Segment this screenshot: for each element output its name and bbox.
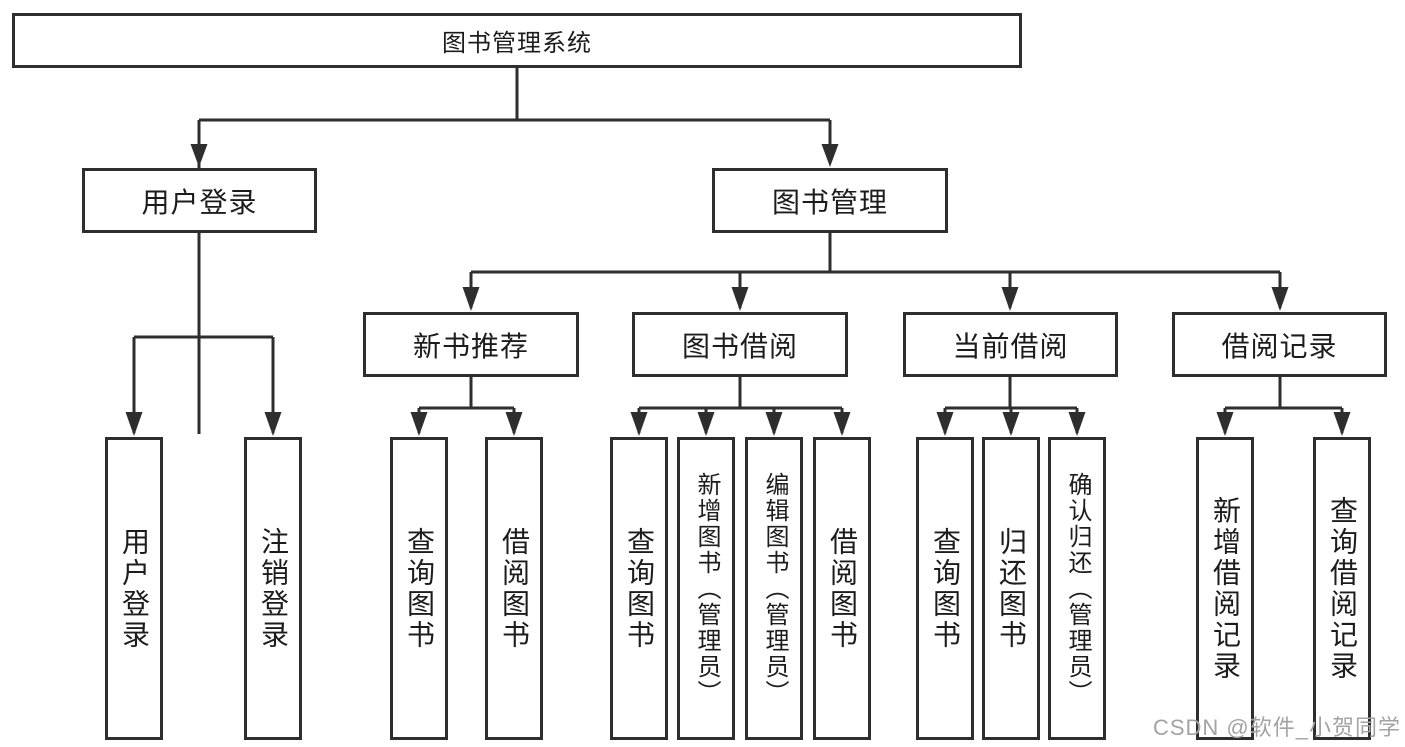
leaf-return-book: 归还图书	[982, 437, 1040, 740]
leaf-query-book-1: 查询图书	[390, 437, 448, 740]
leaf-add-borrow-record-label: 新增借阅记录	[1210, 495, 1241, 682]
leaf-borrow-book-2: 借阅图书	[813, 437, 871, 740]
node-current-borrow-label: 当前借阅	[952, 330, 1069, 362]
connector-bookmgmt-to-level3	[462, 233, 1289, 311]
leaf-edit-book-admin-label: 编辑图书（管理员）	[761, 471, 788, 706]
node-borrow-record-label: 借阅记录	[1221, 330, 1338, 362]
node-borrow-record: 借阅记录	[1172, 312, 1387, 377]
node-user-login-label: 用户登录	[141, 186, 258, 218]
leaf-add-book-admin-label: 新增图书（管理员）	[693, 471, 720, 706]
csdn-watermark: CSDN @软件_小贺同学	[1152, 715, 1401, 740]
node-new-book-recommend: 新书推荐	[363, 312, 579, 377]
connector-newbook-to-leaves	[410, 377, 523, 436]
leaf-query-book-1-label: 查询图书	[404, 526, 435, 651]
connector-root-to-level2	[190, 68, 839, 434]
leaf-query-book-2: 查询图书	[610, 437, 668, 740]
leaf-borrow-book-1: 借阅图书	[485, 437, 543, 740]
leaf-confirm-return-admin: 确认归还（管理员）	[1048, 437, 1106, 740]
node-user-login: 用户登录	[82, 168, 317, 233]
node-book-management: 图书管理	[712, 168, 948, 233]
leaf-query-borrow-record-label: 查询借阅记录	[1327, 495, 1358, 682]
leaf-user-login: 用户登录	[105, 437, 163, 740]
node-book-management-label: 图书管理	[771, 186, 888, 218]
node-book-borrow: 图书借阅	[632, 312, 848, 377]
node-new-book-recommend-label: 新书推荐	[412, 330, 529, 362]
leaf-query-book-3: 查询图书	[916, 437, 974, 740]
node-root: 图书管理系统	[12, 13, 1022, 68]
leaf-edit-book-admin: 编辑图书（管理员）	[745, 437, 803, 740]
node-book-borrow-label: 图书借阅	[681, 330, 798, 362]
leaf-add-book-admin: 新增图书（管理员）	[677, 437, 735, 740]
node-root-label: 图书管理系统	[442, 30, 592, 57]
connector-userlogin-to-leaves	[125, 233, 282, 436]
node-current-borrow: 当前借阅	[903, 312, 1118, 377]
leaf-borrow-book-2-label: 借阅图书	[827, 526, 858, 651]
connector-borrowrecord-to-leaves	[1216, 377, 1351, 436]
leaf-query-book-3-label: 查询图书	[930, 526, 961, 651]
leaf-borrow-book-1-label: 借阅图书	[499, 526, 530, 651]
leaf-logout-label: 注销登录	[258, 526, 289, 651]
leaf-user-login-label: 用户登录	[119, 526, 150, 651]
leaf-query-borrow-record: 查询借阅记录	[1313, 437, 1371, 740]
leaf-confirm-return-admin-label: 确认归还（管理员）	[1064, 471, 1091, 706]
leaf-logout: 注销登录	[244, 437, 302, 740]
leaf-add-borrow-record: 新增借阅记录	[1196, 437, 1254, 740]
leaf-return-book-label: 归还图书	[996, 526, 1027, 651]
connector-currentborrow-to-leaves	[936, 377, 1086, 436]
leaf-query-book-2-label: 查询图书	[624, 526, 655, 651]
connector-bookborrow-to-leaves	[630, 377, 851, 436]
